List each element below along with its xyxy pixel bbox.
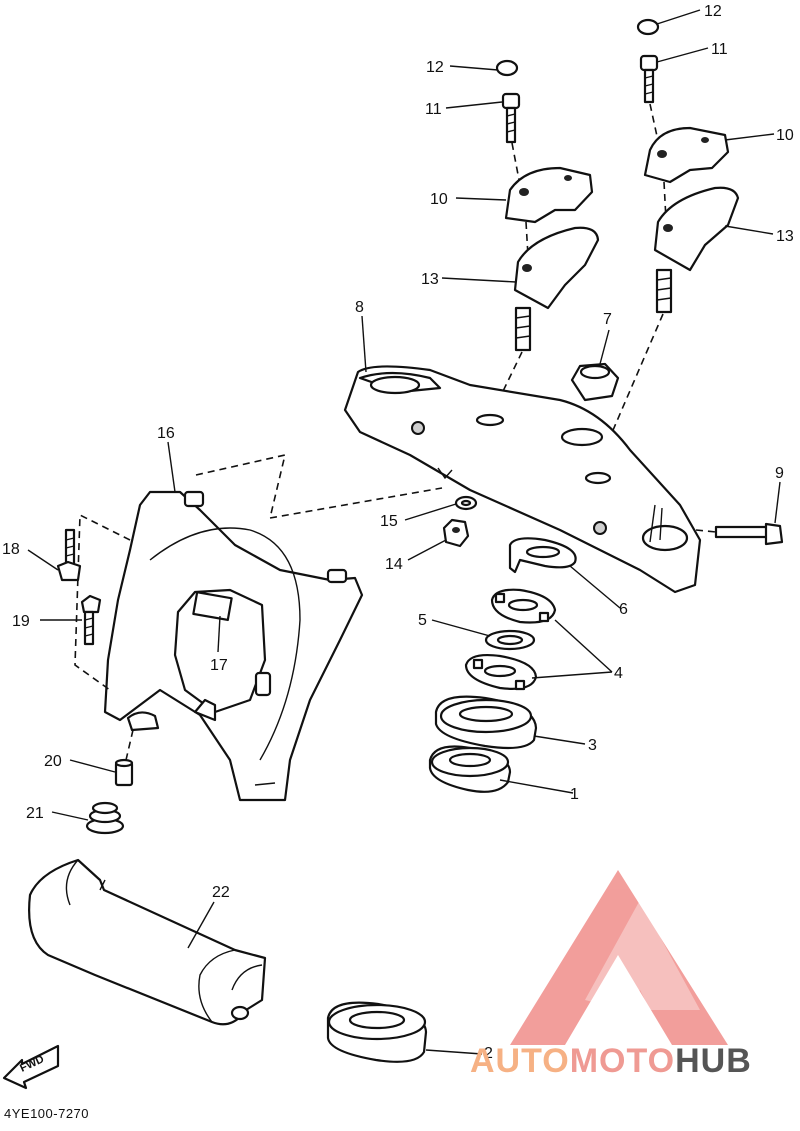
lower-holder-13-left [513,226,600,310]
logo-part-hub: HUB [675,1042,752,1080]
callout-11-right: 11 [711,41,728,58]
washer-5 [484,629,536,651]
callout-7: 7 [603,311,612,328]
dust-seal-3 [434,695,538,750]
callout-4: 4 [614,665,623,682]
callout-11-left: 11 [425,101,442,118]
bolt-shank-11-left [505,106,517,144]
callout-10-right: 10 [776,127,794,144]
connector-18-19 [74,513,131,691]
logo-part-moto: MOTO [569,1042,676,1080]
callout-15: 15 [380,513,398,530]
cover-16 [103,490,364,802]
callout-13-left: 13 [421,271,439,288]
callout-3: 3 [588,737,597,754]
lower-holder-13-right [653,186,740,272]
callout-labels: 1 2 3 4 5 6 7 8 9 10 10 11 11 12 12 13 1… [2,3,794,1062]
callout-17: 17 [210,657,228,674]
right-handlebar-holder-group [594,18,740,473]
logo-part-auto: AUTO [470,1042,570,1080]
callout-16: 16 [157,425,175,442]
bolt-head-11-right [639,54,659,72]
watermark-text: AUTOMOTOHUB [470,1042,752,1081]
collar-20 [114,729,134,787]
callout-19: 19 [12,613,30,630]
upper-holder-10-left [504,166,594,224]
callout-12-right: 12 [704,3,722,20]
callout-14: 14 [385,556,403,573]
callout-9: 9 [775,465,784,482]
callout-5: 5 [418,612,427,629]
pinch-bolt-9 [695,522,784,546]
callout-20: 20 [44,753,62,770]
callout-10-left: 10 [430,191,448,208]
watermark-logo [510,870,728,1045]
nut-14 [442,518,470,548]
diagram-code: 4YE100-7270 [4,1106,90,1121]
lock-washer-6 [508,537,577,574]
cap-12-right [636,18,660,36]
callout-13-right: 13 [776,228,794,245]
callout-2: 2 [484,1045,493,1062]
ring-nut-lower-4 [464,653,538,691]
holder-stud-13-left [514,306,532,352]
grommet-21 [85,801,125,835]
cover-22 [28,858,267,1026]
crown-nut-7 [570,362,620,402]
bolt-head-11-left [501,92,521,110]
callout-18: 18 [2,541,20,558]
callout-6: 6 [619,601,628,618]
callout-8: 8 [355,299,364,316]
cap-12-left [495,59,519,77]
holder-stud-13-right [655,268,673,314]
upper-bracket-8 [343,365,702,594]
callout-21: 21 [26,805,44,822]
callout-1: 1 [570,786,579,803]
bolt-18 [56,528,82,582]
washer-15 [454,495,478,511]
connector-16-bracket [195,453,443,519]
ring-nut-upper-4 [490,588,557,624]
bearing-2 [326,1001,428,1063]
leader-lines [27,9,781,1055]
fwd-arrow-icon: FWD [2,1044,60,1090]
bolt-19 [80,594,102,646]
bearing-1 [428,745,512,793]
left-handlebar-holder-group [489,59,600,419]
callout-22: 22 [212,884,230,901]
callout-12-left: 12 [426,59,444,76]
